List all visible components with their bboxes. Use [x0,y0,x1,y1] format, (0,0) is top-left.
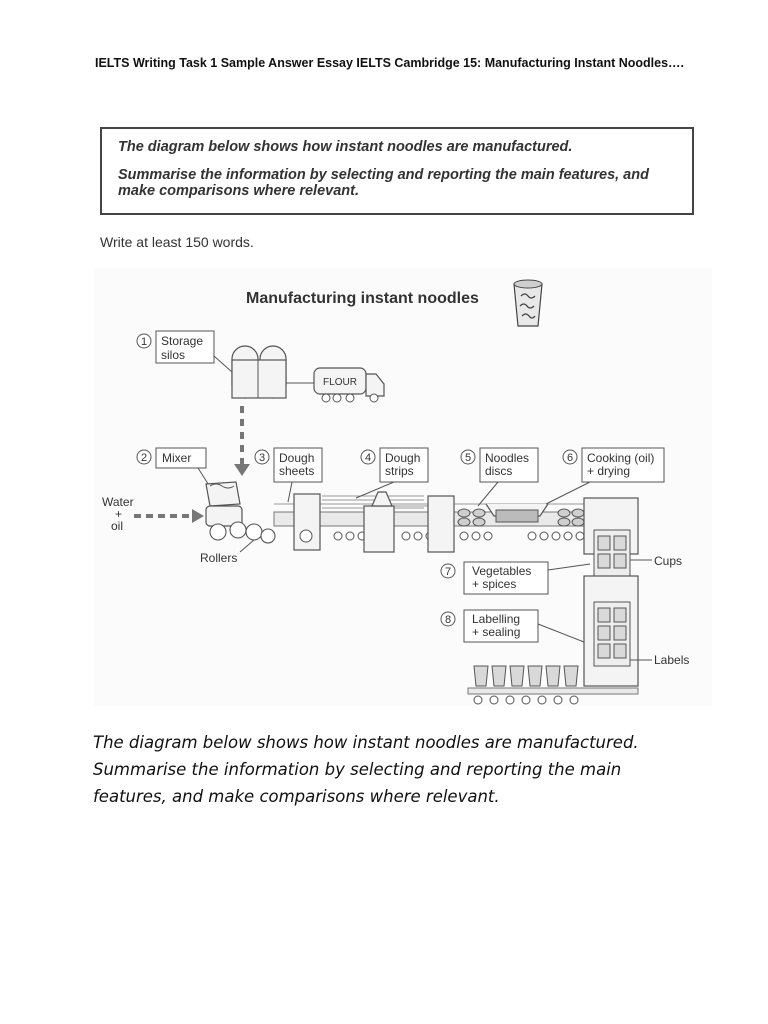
step-5-number: 5 [465,452,471,464]
step-7-label-line2: + spices [472,577,516,591]
cutting-machine-3 [427,495,455,553]
rollers-label: Rollers [200,551,237,565]
step-8-number: 8 [445,614,451,626]
body-text: The diagram below shows how instant nood… [93,733,639,806]
step-7-callout: 7 Vegetables + spices [440,561,591,595]
process-diagram: 1 Storage silos FLOUR 2 Mixer Water + oi… [94,268,712,706]
labels-label: Labels [654,653,689,667]
step-8-label-line1: Labelling [472,612,520,626]
step-1-label-line1: Storage [161,334,203,348]
storage-silos [231,345,317,399]
water-label-line2: + [115,507,122,521]
step-6-label-line2: + drying [587,464,630,478]
step-3-number: 3 [259,452,265,464]
step-4-number: 4 [365,452,371,464]
step-1-number: 1 [141,336,147,348]
mixer-machine [205,481,243,527]
water-label-line1: Water [102,495,134,509]
step-6-callout: 6 Cooking (oil) + drying [545,447,665,505]
step-1-label-line2: silos [161,348,185,362]
cup-filling-machine: Cups [583,497,682,581]
flour-truck: FLOUR [313,367,385,403]
step-4-label-line2: strips [385,464,414,478]
task-line-2: Summarise the information by selecting a… [118,167,649,199]
task-prompt-box: The diagram below shows how instant nood… [100,127,694,215]
water-oil-input: Water + oil [102,495,204,533]
step-8-label-line2: + sealing [472,625,520,639]
step-5-callout: 5 Noodles discs [460,447,539,507]
step-2-callout: 2 Mixer [136,447,213,491]
step-7-label-line1: Vegetables [472,564,531,578]
cooking-tank [485,503,585,527]
diagram-title: Manufacturing instant noodles [246,290,479,307]
step-4-label-line1: Dough [385,451,420,465]
cups-label: Cups [654,554,682,568]
step-4-callout: 4 Dough strips [355,447,429,499]
labelling-machine: Labels [583,575,689,687]
step-6-number: 6 [567,452,573,464]
noodle-discs [457,508,486,527]
step-3-callout: 3 Dough sheets [254,447,323,503]
step-2-label: Mixer [162,451,191,465]
cutting-machine-2 [363,491,395,553]
water-label-line3: oil [111,519,123,533]
step-3-label-line2: sheets [279,464,314,478]
noodle-cup-icon [513,279,543,327]
step-6-label-line1: Cooking (oil) [587,451,654,465]
step-8-callout: 8 Labelling + sealing [440,609,585,643]
page-header: IELTS Writing Task 1 Sample Answer Essay… [95,56,685,70]
cutting-machine-1 [293,493,321,551]
finished-cups [467,665,639,705]
step-3-label-line1: Dough [279,451,314,465]
step-7-number: 7 [445,566,451,578]
step-5-label-line1: Noodles [485,451,529,465]
step-1-callout: 1 Storage silos [136,330,233,373]
rollers: Rollers [200,521,276,565]
step-2-number: 2 [141,452,147,464]
flour-label: FLOUR [323,377,357,388]
word-count-instruction: Write at least 150 words. [100,234,254,250]
step-5-label-line2: discs [485,464,512,478]
task-line-1: The diagram below shows how instant nood… [118,139,573,155]
